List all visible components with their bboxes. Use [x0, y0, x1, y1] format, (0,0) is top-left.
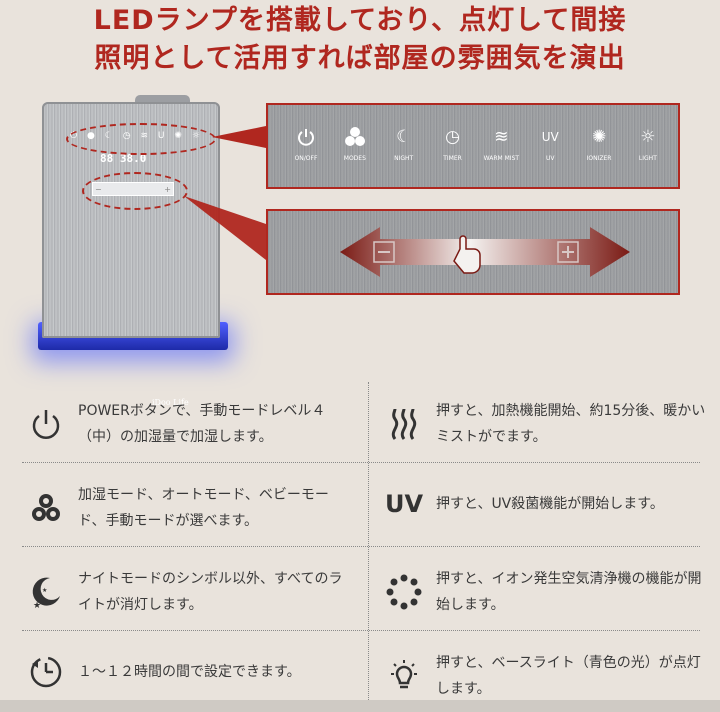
- timer-icon: [24, 650, 68, 694]
- feature-item-timer: １～１２時間の間で設定できます。: [24, 650, 348, 694]
- control-button-label: LIGHT: [638, 155, 657, 162]
- control-button-label: IONIZER: [586, 155, 612, 162]
- feature-description: 加湿モード、オートモード、ベビーモード、手動モードが選べます。: [78, 487, 329, 529]
- control-button-label: UV: [545, 155, 555, 162]
- uv-icon: UV: [384, 490, 424, 518]
- svg-text:★: ★: [33, 601, 41, 610]
- feature-description: 押すと、UV殺菌機能が開始します。: [436, 496, 664, 512]
- control-button-label: TIMER: [443, 155, 462, 162]
- control-button-night[interactable]: ☾ NIGHT: [380, 125, 428, 162]
- feature-item-light: 押すと、ベースライト（青色の光）が点灯します。: [382, 650, 706, 702]
- modes-icon: [344, 125, 366, 149]
- ionizer-icon: [382, 570, 426, 614]
- feature-item-night: ★★ ナイトモードのシンボル以外、すべてのライトが消灯します。: [24, 566, 348, 618]
- timer-icon: ◷: [445, 127, 460, 147]
- control-button-ionizer[interactable]: ✺ IONIZER: [575, 125, 623, 162]
- control-button-row: ON/OFF MODES ☾ NIGHT ◷ TIMER ≋ WARM MIST…: [282, 125, 672, 162]
- modes-icon: [24, 486, 68, 530]
- feature-description: 押すと、イオン発生空気清浄機の機能が開始します。: [436, 571, 702, 613]
- uv-icon: UV: [541, 130, 559, 144]
- level-slider[interactable]: [340, 227, 630, 277]
- svg-text:★: ★: [42, 587, 47, 594]
- warm-mist-icon: [382, 402, 426, 446]
- control-button-label: WARM MIST: [483, 155, 520, 162]
- control-button-modes[interactable]: MODES: [331, 125, 379, 162]
- light-icon: ☼: [640, 127, 656, 147]
- feature-item-modes: 加湿モード、オートモード、ベビーモード、手動モードが選べます。: [24, 482, 348, 534]
- feature-description: １～１２時間の間で設定できます。: [78, 664, 301, 680]
- slider-closeup: [266, 209, 680, 295]
- control-button-light[interactable]: ☼ LIGHT: [624, 125, 672, 162]
- feature-grid-divider-vertical: [368, 382, 369, 700]
- device-display: 88 38.0: [100, 152, 147, 165]
- feature-description: ナイトモードのシンボル以外、すべてのライトが消灯します。: [78, 571, 343, 613]
- light-icon: [382, 654, 426, 698]
- feature-item-ionizer: 押すと、イオン発生空気清浄機の機能が開始します。: [382, 566, 706, 618]
- headline-line-1: LEDランプを搭載しており、点灯して間接: [93, 5, 627, 36]
- warm-mist-icon: ≋: [494, 127, 509, 147]
- cut-off-bottom-strip: [0, 700, 720, 712]
- feature-description: 押すと、ベースライト（青色の光）が点灯します。: [436, 655, 701, 697]
- device-top-vent: [135, 95, 190, 105]
- highlight-ring-slider: [82, 172, 188, 210]
- device-brand-logo: iDoo Life: [152, 398, 189, 407]
- control-button-warm-mist[interactable]: ≋ WARM MIST: [477, 125, 525, 162]
- feature-item-warm-mist: 押すと、加熱機能開始、約15分後、暖かいミストがでます。: [382, 398, 706, 450]
- highlight-ring-buttons: [66, 123, 216, 155]
- night-icon: ☾: [396, 127, 412, 147]
- feature-grid-divider: [22, 462, 700, 463]
- feature-item-power: POWERボタンで、手動モードレベル４（中）の加湿量で加湿します。: [24, 398, 348, 450]
- power-icon: [24, 402, 68, 446]
- ionizer-icon: ✺: [591, 127, 607, 147]
- control-button-onoff[interactable]: ON/OFF: [282, 125, 330, 162]
- feature-description: 押すと、加熱機能開始、約15分後、暖かいミストがでます。: [436, 403, 706, 445]
- feature-description: POWERボタンで、手動モードレベル４（中）の加湿量で加湿します。: [78, 403, 326, 445]
- control-button-uv[interactable]: UV UV: [526, 125, 574, 162]
- control-panel-closeup: ON/OFF MODES ☾ NIGHT ◷ TIMER ≋ WARM MIST…: [266, 103, 680, 189]
- feature-grid-divider: [22, 630, 700, 631]
- control-button-timer[interactable]: ◷ TIMER: [429, 125, 477, 162]
- night-icon: ★★: [24, 570, 68, 614]
- control-button-label: MODES: [343, 155, 366, 162]
- power-icon: [296, 125, 316, 149]
- control-button-label: ON/OFF: [294, 155, 318, 162]
- feature-item-uv: UV 押すと、UV殺菌機能が開始します。: [382, 482, 706, 526]
- headline-line-2: 照明として活用すれば部屋の雰囲気を演出: [94, 43, 626, 74]
- feature-grid-divider: [22, 546, 700, 547]
- control-button-label: NIGHT: [394, 155, 414, 162]
